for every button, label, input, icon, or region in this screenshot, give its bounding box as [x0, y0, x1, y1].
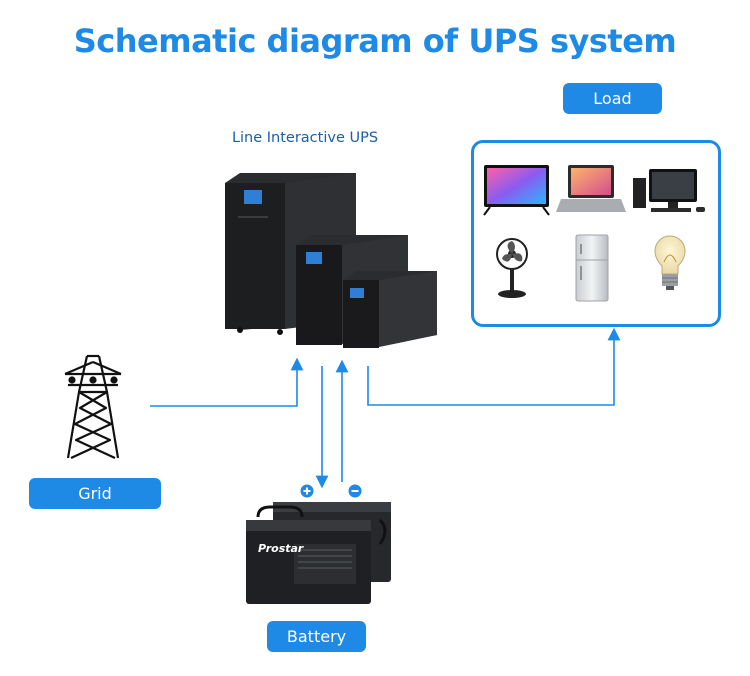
grid-label: Grid — [29, 478, 161, 509]
minus-icon — [348, 484, 362, 498]
plus-icon — [300, 484, 314, 498]
ups-units-illustration — [225, 173, 437, 348]
laptop-icon — [556, 165, 626, 212]
ups-to-load-line — [367, 327, 621, 406]
load-label: Load — [563, 83, 662, 114]
battery-illustration: Prostar — [246, 502, 391, 604]
ups-display — [244, 190, 262, 204]
flow-lines — [150, 327, 621, 489]
page-title: Schematic diagram of UPS system — [73, 22, 677, 60]
battery-label: Battery — [267, 621, 366, 652]
desktop-computer-icon — [633, 169, 705, 212]
fan-icon — [496, 238, 528, 298]
refrigerator-icon — [575, 234, 609, 302]
battery-brand: Prostar — [258, 542, 304, 555]
transmission-tower-icon — [64, 354, 122, 459]
tv-icon — [483, 165, 550, 216]
light-bulb-icon — [654, 235, 686, 290]
ups-type-label: Line Interactive UPS — [231, 130, 379, 146]
grid-to-ups-line — [150, 357, 304, 407]
